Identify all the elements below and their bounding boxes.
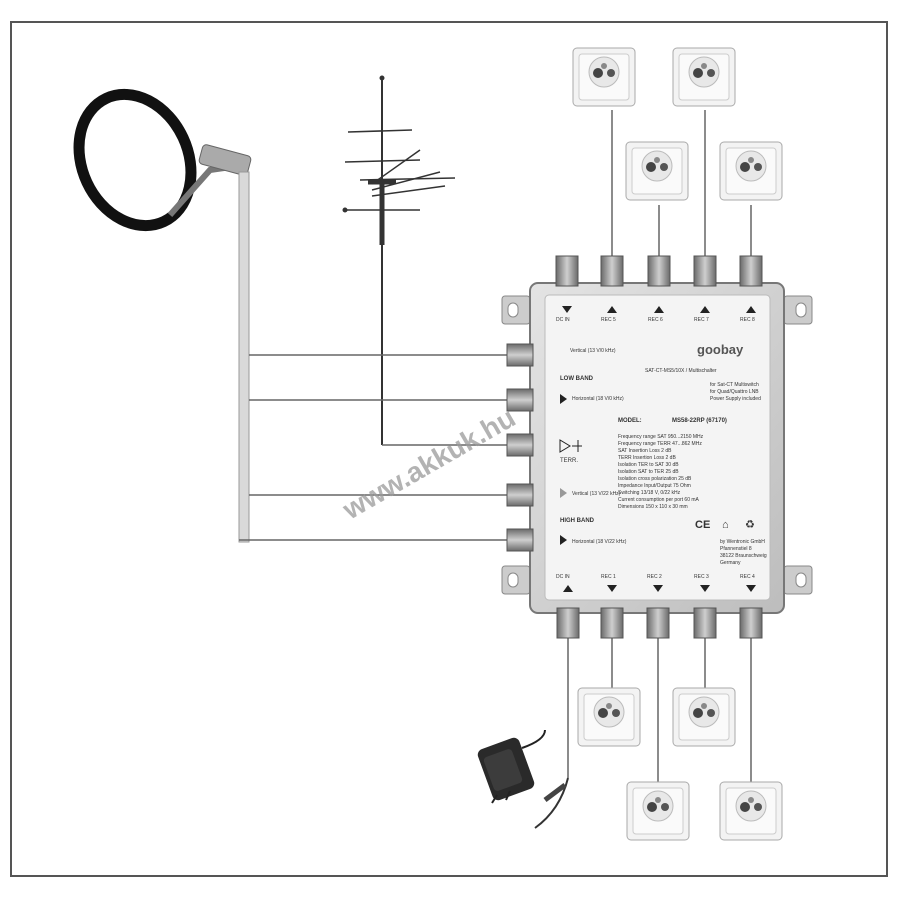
description-line: Power Supply included — [710, 396, 761, 402]
input-connectors — [506, 343, 534, 552]
spec-line: Switching 13/18 V, 0/22 kHz — [618, 490, 681, 496]
spec-line: Frequency range SAT 950...2150 MHz — [618, 434, 704, 440]
spec-line: Isolation cross polarization 25 dB — [618, 476, 692, 482]
top-port-label: REC 8 — [740, 317, 755, 323]
spec-line: SAT Insertion Loss 2 dB — [618, 448, 672, 454]
spec-line: Isolation SAT to TER 25 dB — [618, 469, 679, 475]
wall-socket-icon — [572, 47, 636, 107]
bottom-port-label: REC 4 — [740, 574, 755, 580]
model-label: MODEL: — [618, 418, 642, 424]
bottom-output-cables — [567, 635, 752, 782]
band-label: LOW BAND — [560, 376, 594, 382]
input-label: Horizontal (18 V/0 kHz) — [572, 396, 624, 402]
spec-line: Frequency range TERR 47...862 MHz — [618, 441, 702, 447]
top-port-label: REC 7 — [694, 317, 709, 323]
terr-label: TERR. — [560, 458, 578, 464]
address-line: 38122 Braunschweig — [720, 553, 767, 559]
wall-socket-icon — [719, 141, 783, 201]
description-line: for Quad/Quattro LNB — [710, 389, 759, 395]
wall-socket-icon — [625, 141, 689, 201]
description-line: for Sat-CT Multiswitch — [710, 382, 759, 388]
multiswitch-device — [501, 282, 813, 614]
input-cables — [239, 354, 508, 541]
bottom-port-label: REC 3 — [694, 574, 709, 580]
bottom-port-label: REC 2 — [647, 574, 662, 580]
address-line: Germany — [720, 560, 741, 566]
top-connectors — [555, 255, 763, 287]
bottom-port-label: DC IN — [556, 574, 570, 580]
bottom-connectors — [556, 607, 763, 639]
band-label: HIGH BAND — [560, 518, 595, 524]
product-line: SAT-CT-MS5/10X / Multischalter — [645, 368, 717, 374]
watermark: www.akkuk.hu — [337, 402, 521, 526]
indoor-use-icon: ⌂ — [722, 519, 729, 531]
bottom-port-label: REC 1 — [601, 574, 616, 580]
input-label: Horizontal (18 V/22 kHz) — [572, 539, 627, 545]
top-port-label: DC IN — [556, 317, 570, 323]
input-label: Vertical (13 V/0 kHz) — [570, 348, 616, 354]
input-arrows — [560, 394, 567, 545]
terrestrial-antenna-icon — [342, 75, 456, 445]
power-adapter-icon — [477, 729, 569, 829]
top-port-label: REC 5 — [601, 317, 616, 323]
port-arrows-bottom — [563, 585, 756, 592]
wall-socket-icon — [626, 781, 690, 841]
spec-line: Isolation TER to SAT 30 dB — [618, 462, 679, 468]
top-output-cables — [611, 110, 752, 258]
spec-line: Impedance Input/Output 75 Ohm — [618, 483, 691, 489]
weee-icon: ♻ — [745, 519, 755, 531]
address-line: Pfannenstiel 8 — [720, 546, 752, 552]
terrestrial-symbol-icon — [559, 439, 582, 453]
satellite-dish-icon — [73, 88, 252, 543]
input-label: Vertical (13 V/22 kHz) — [572, 491, 621, 497]
brand-logo: goobay — [697, 342, 744, 357]
spec-list: Frequency range SAT 950...2150 MHz Frequ… — [618, 434, 704, 510]
spec-line: TERR Insertion Loss 2 dB — [618, 455, 676, 461]
wall-socket-icon — [672, 687, 736, 747]
port-arrows-top — [562, 306, 756, 313]
spec-line: Dimensions 150 x 110 x 30 mm — [618, 504, 688, 510]
wall-socket-icon — [672, 47, 736, 107]
top-port-label: REC 6 — [648, 317, 663, 323]
wall-socket-icon — [719, 781, 783, 841]
spec-line: Current consumption per port 60 mA — [618, 497, 700, 503]
ce-mark: CE — [695, 519, 710, 531]
model-value: MS58-22RP (67170) — [672, 418, 727, 424]
wall-socket-icon — [577, 687, 641, 747]
address-line: by Wentronic GmbH — [720, 539, 765, 545]
